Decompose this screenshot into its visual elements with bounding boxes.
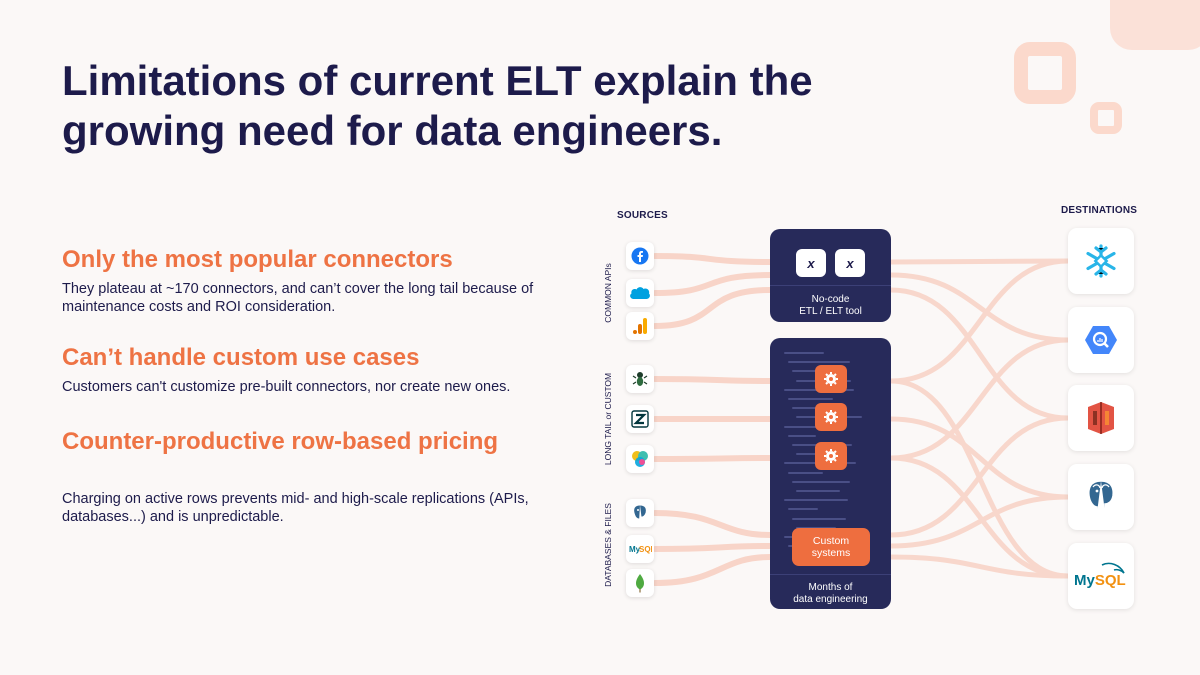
code-line: [792, 517, 846, 520]
code-line: [788, 361, 850, 364]
svg-text:My: My: [629, 545, 641, 554]
flow-line: [652, 272, 773, 296]
nocode-tool-panel: x x No-code ETL / ELT tool: [770, 229, 891, 322]
slide-title: Limitations of current ELT explain the g…: [62, 57, 813, 154]
flow-line: [888, 554, 1071, 579]
postgres-icon: [626, 499, 654, 527]
flow-line: [888, 287, 1071, 421]
point-body-pricing: Charging on active rows prevents mid- an…: [62, 491, 529, 525]
code-line: [784, 352, 824, 354]
flow-line: [652, 376, 773, 384]
flow-line: [652, 554, 773, 586]
gear-icon: [815, 365, 847, 393]
group-label-databases: DATABASES & FILES: [603, 503, 613, 587]
nocode-label-line2: ETL / ELT tool: [799, 306, 862, 317]
x-mark-icon: x: [835, 249, 865, 277]
panel-divider: [770, 574, 891, 575]
group-label-common-apis: COMMON APIs: [603, 263, 613, 323]
flow-line: [888, 337, 1071, 461]
flow-line: [652, 455, 773, 462]
amazon-s3-icon: [1068, 385, 1134, 451]
custom-systems-box: Custom systems: [792, 528, 870, 566]
mysql-icon: MySQL: [626, 535, 654, 563]
bigquery-icon: [1068, 307, 1134, 373]
custom-systems-line1: Custom: [812, 535, 850, 547]
point-body-custom: Customers can't customize pre-built conn…: [62, 379, 511, 395]
code-line: [792, 370, 822, 373]
decorative-square-medium: [1014, 42, 1076, 104]
facebook-icon: [626, 242, 654, 270]
destinations-title: DESTINATIONS: [1061, 205, 1138, 216]
point-heading-custom: Can’t handle custom use cases: [62, 344, 420, 371]
flow-line: [888, 416, 1071, 500]
flow-line: [888, 258, 1071, 265]
postgres-icon: [1068, 464, 1134, 530]
code-line: [784, 425, 836, 428]
flow-line: [652, 287, 773, 329]
code-line: [788, 434, 816, 437]
google-analytics-icon: [626, 312, 654, 340]
code-line: [788, 398, 833, 400]
mysql-icon: MySQL: [1068, 543, 1134, 609]
zendesk-icon: [626, 405, 654, 433]
nocode-label-line1: No-code: [811, 294, 850, 305]
group-label-long-tail: LONG TAIL or CUSTOM: [603, 372, 613, 466]
kibana-icon: [626, 445, 654, 473]
snowflake-icon: [1068, 228, 1134, 294]
engineering-label-line2: data engineering: [793, 594, 868, 605]
point-body-connectors: They plateau at ~170 connectors, and can…: [62, 281, 534, 315]
flow-line: [888, 258, 1071, 384]
code-line: [792, 480, 850, 483]
code-line: [788, 508, 818, 511]
gear-icon: [815, 403, 847, 431]
engineering-label-line1: Months of: [808, 582, 853, 593]
panel-divider: [770, 285, 891, 286]
flow-line: [652, 543, 773, 552]
point-heading-connectors: Only the most popular connectors: [62, 246, 453, 273]
point-heading-pricing: Counter-productive row-based pricing: [62, 428, 499, 455]
flow-line: [652, 510, 773, 538]
code-line: [788, 471, 823, 474]
custom-systems-line2: systems: [811, 547, 851, 559]
flow-line: [888, 455, 1071, 579]
flow-line: [888, 378, 1071, 579]
flow-line: [652, 253, 773, 265]
ant-icon: [626, 365, 654, 393]
decorative-square-large: [1110, 0, 1200, 50]
mongodb-icon: [626, 569, 654, 597]
code-line: [796, 490, 840, 492]
data-engineering-panel: Custom systems Months of data engineerin…: [770, 338, 891, 609]
code-line: [792, 407, 830, 410]
flow-line: [888, 272, 1071, 343]
code-line: [796, 526, 836, 529]
x-mark-icon: x: [796, 249, 826, 277]
salesforce-icon: [626, 279, 654, 307]
decorative-square-small: [1090, 102, 1122, 134]
flow-line: [888, 494, 1071, 549]
gear-icon: [815, 442, 847, 470]
svg-text:SQL: SQL: [639, 545, 652, 554]
sources-title: SOURCES: [617, 210, 668, 221]
mysql-wordmark: MySQL: [1074, 572, 1126, 589]
code-line: [784, 499, 848, 502]
